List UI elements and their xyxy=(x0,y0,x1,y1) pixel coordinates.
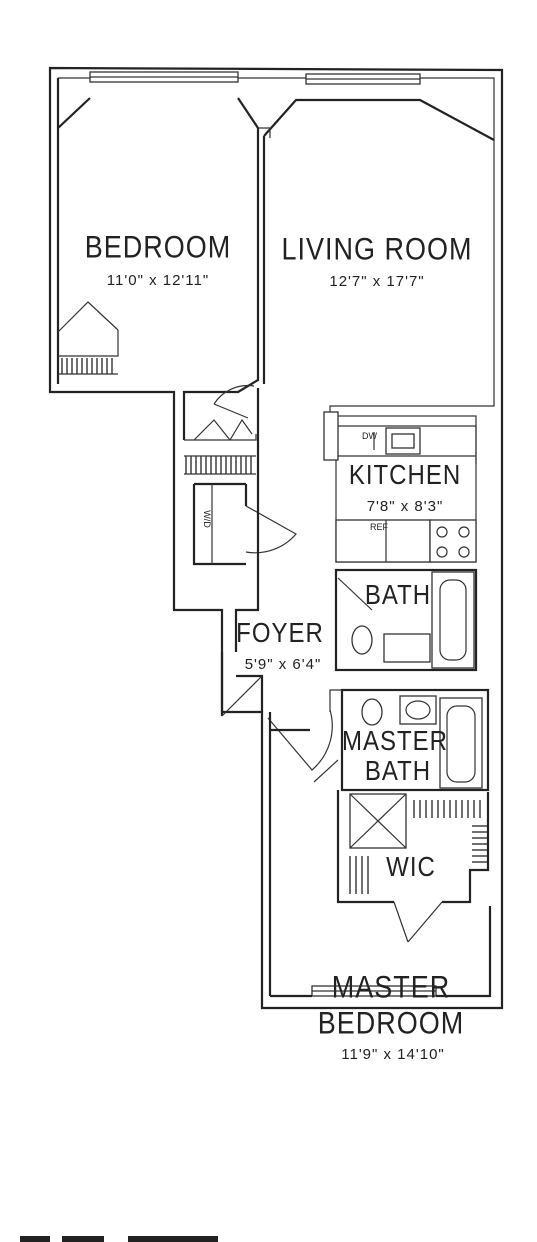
wic-label: WIC xyxy=(386,851,436,883)
shower-stall xyxy=(349,793,407,849)
bath-label: BATH xyxy=(364,579,432,611)
master-bedroom-label-line2: BEDROOM xyxy=(317,1005,465,1041)
window-master-bedroom xyxy=(311,985,437,997)
dishwasher-label: DW xyxy=(362,431,377,441)
living-room-label: LIVING ROOM xyxy=(281,231,473,267)
living-room-dimensions: 12'7" x 17'7" xyxy=(329,273,425,290)
window-bedroom xyxy=(89,71,239,83)
living-room-wall xyxy=(262,98,495,384)
master-bath-label-line2: BATH xyxy=(364,755,432,787)
kitchen-area xyxy=(323,411,477,563)
bath-area xyxy=(334,568,478,672)
foyer-dimensions: 5'9" x 6'4" xyxy=(244,656,322,673)
bedroom-dimensions: 11'0" x 12'11" xyxy=(106,272,210,289)
master-bath-area xyxy=(313,688,490,792)
washer-dryer-label: W/D xyxy=(201,510,212,528)
wd-closet xyxy=(192,482,297,566)
window-living-room xyxy=(305,73,421,85)
kitchen-dimensions: 7'8" x 8'3" xyxy=(366,498,444,515)
interior-wall-line xyxy=(58,77,495,412)
hall-closet xyxy=(184,418,257,475)
refrigerator-label: REF xyxy=(370,522,388,532)
bedroom-label: BEDROOM xyxy=(84,229,232,265)
scale-bar xyxy=(20,1236,218,1242)
master-bedroom-wall xyxy=(268,712,492,998)
walk-in-closet xyxy=(336,790,490,943)
foyer-label: FOYER xyxy=(236,617,324,649)
kitchen-label: KITCHEN xyxy=(348,459,462,491)
master-bedroom-label-line1: MASTER xyxy=(331,969,451,1005)
entry-door xyxy=(221,675,333,771)
bedroom-door xyxy=(213,384,255,419)
bedroom-closet xyxy=(57,301,119,375)
master-bath-label-line1: MASTER xyxy=(341,725,449,757)
master-bedroom-dimensions: 11'9" x 14'10" xyxy=(341,1046,445,1063)
